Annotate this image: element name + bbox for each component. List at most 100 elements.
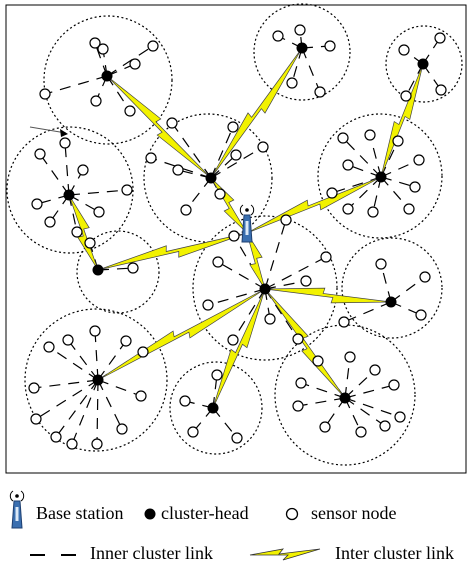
sensor-node: [319, 421, 331, 433]
inter-cluster-link: [97, 232, 248, 271]
sensor-node: [30, 413, 42, 425]
inner-cluster-link: [210, 154, 237, 179]
inner-cluster-link: [48, 346, 99, 381]
inner-cluster-link: [380, 263, 392, 303]
sensor-node: [231, 432, 243, 444]
inner-cluster-link: [264, 219, 287, 290]
inner-cluster-link: [324, 397, 346, 428]
cluster-head: [417, 58, 429, 70]
lightning-link-icon: [249, 548, 321, 561]
cluster-boundary: [192, 215, 338, 361]
cluster-head: [63, 189, 75, 201]
sensor-node: [324, 40, 336, 52]
inner-cluster-link: [35, 379, 99, 420]
sensor-node: [292, 333, 304, 345]
inner-cluster-link: [55, 379, 99, 438]
sensor-node: [264, 313, 276, 325]
sensor-node: [137, 346, 149, 358]
inter-cluster-link: [264, 287, 392, 304]
tower-highlight: [245, 221, 249, 235]
sensor-node: [388, 379, 400, 391]
inner-cluster-link: [347, 176, 382, 210]
sensor-node: [413, 154, 425, 166]
inner-cluster-link: [344, 369, 376, 399]
sensor-node: [116, 423, 128, 435]
inner-cluster-link: [68, 189, 128, 196]
inner-cluster-link: [344, 356, 351, 399]
sensor-node: [227, 121, 239, 133]
sensor-node: [257, 141, 269, 153]
inner-cluster-link: [97, 340, 127, 381]
sensor-node: [369, 364, 381, 376]
inner-cluster-link: [232, 288, 266, 341]
sensor-node: [337, 132, 349, 144]
sensor-node: [342, 203, 354, 215]
sensor-node: [292, 400, 304, 412]
cluster-head-icon: [144, 508, 156, 520]
legend-sensor-node-label: sensor node: [311, 503, 397, 523]
sensor-node: [179, 395, 191, 407]
cluster-head: [339, 392, 351, 404]
inner-cluster-link: [68, 194, 100, 213]
sensor-node: [172, 164, 184, 176]
inner-cluster-link: [344, 397, 401, 418]
sensor-node: [403, 203, 415, 215]
legend-inter-link-label: Inter cluster link: [335, 543, 454, 563]
cluster-boundary: [24, 308, 168, 452]
sensor-node: [59, 137, 71, 149]
sensor-node: [93, 206, 105, 218]
cluster-head: [375, 171, 387, 183]
sensor-node: [28, 382, 40, 394]
sensor-node: [147, 40, 159, 52]
sensor-node: [89, 325, 101, 337]
cluster-head: [101, 70, 113, 82]
sensor-node: [214, 188, 226, 200]
sensor-node: [375, 258, 387, 270]
arrow-line: [29, 126, 67, 134]
inner-cluster-link: [380, 176, 416, 188]
sensor-node: [187, 426, 199, 438]
sensor-node: [202, 299, 214, 311]
sensor-node: [398, 44, 410, 56]
sensor-node: [121, 184, 133, 196]
sensor-node: [367, 206, 379, 218]
sensor-node: [338, 316, 350, 328]
inner-cluster-link: [150, 157, 212, 179]
legend: [9, 490, 321, 561]
inner-cluster-link: [212, 407, 238, 439]
inner-cluster-link: [264, 256, 327, 290]
sensor-node: [135, 390, 147, 402]
sensor-node: [314, 86, 326, 98]
sensor-node: [227, 334, 239, 346]
sensor-node: [90, 95, 102, 107]
sensor-node: [91, 438, 103, 450]
cluster-boundary: [6, 126, 134, 254]
inner-cluster-link: [301, 47, 321, 93]
diagram-frame: [5, 4, 467, 474]
sensor-node: [71, 226, 83, 238]
sensor-node: [419, 271, 431, 283]
antenna-waves: [239, 204, 255, 216]
cluster-head: [296, 42, 308, 54]
sensor-node: [77, 164, 89, 176]
sensor-node: [145, 152, 157, 164]
inner-cluster-link: [344, 384, 395, 399]
inner-cluster-link: [344, 397, 386, 427]
cluster-head: [259, 283, 271, 295]
sensor-node: [44, 216, 56, 228]
inner-cluster-link: [71, 379, 99, 445]
cluster-boundary: [341, 237, 443, 339]
inner-cluster-link: [390, 276, 426, 303]
legend-inner-link-label: Inner cluster link: [90, 543, 213, 563]
sensor-node: [435, 84, 447, 96]
cluster-boundary: [317, 113, 443, 239]
sensor-node: [230, 149, 242, 161]
inner-cluster-link: [97, 267, 134, 271]
sensor-node: [228, 230, 240, 242]
inter-cluster-link: [210, 47, 303, 179]
sensor-node: [300, 275, 312, 287]
sensor-node: [120, 335, 132, 347]
inner-cluster-link: [344, 397, 362, 433]
inner-cluster-link: [369, 134, 382, 178]
